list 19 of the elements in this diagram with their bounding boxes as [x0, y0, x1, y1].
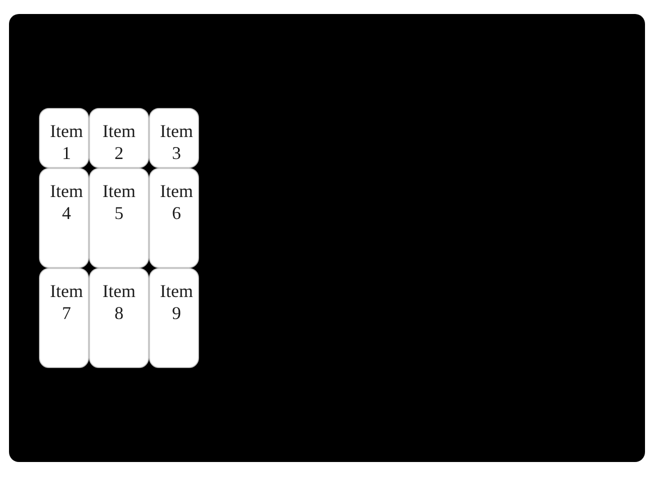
item-label: Item 7 [50, 280, 83, 324]
item-label: Item 1 [50, 120, 83, 164]
grid-item-card [89, 108, 149, 168]
item-label: Item 9 [160, 280, 193, 324]
grid-item-card [149, 268, 199, 368]
grid-panel [9, 14, 645, 462]
item-label: Item 2 [102, 120, 136, 164]
item-label: Item 4 [50, 180, 83, 224]
grid-item-card [39, 168, 89, 268]
grid-item-card [149, 168, 199, 268]
grid-item-card [89, 168, 149, 268]
grid-item-card [39, 268, 89, 368]
item-label: Item 3 [160, 120, 193, 164]
grid-item-card [89, 268, 149, 368]
grid-item-card [39, 108, 89, 168]
item-label: Item 5 [102, 180, 136, 224]
item-label: Item 8 [102, 280, 136, 324]
item-label: Item 6 [160, 180, 193, 224]
grid-item-card [149, 108, 199, 168]
